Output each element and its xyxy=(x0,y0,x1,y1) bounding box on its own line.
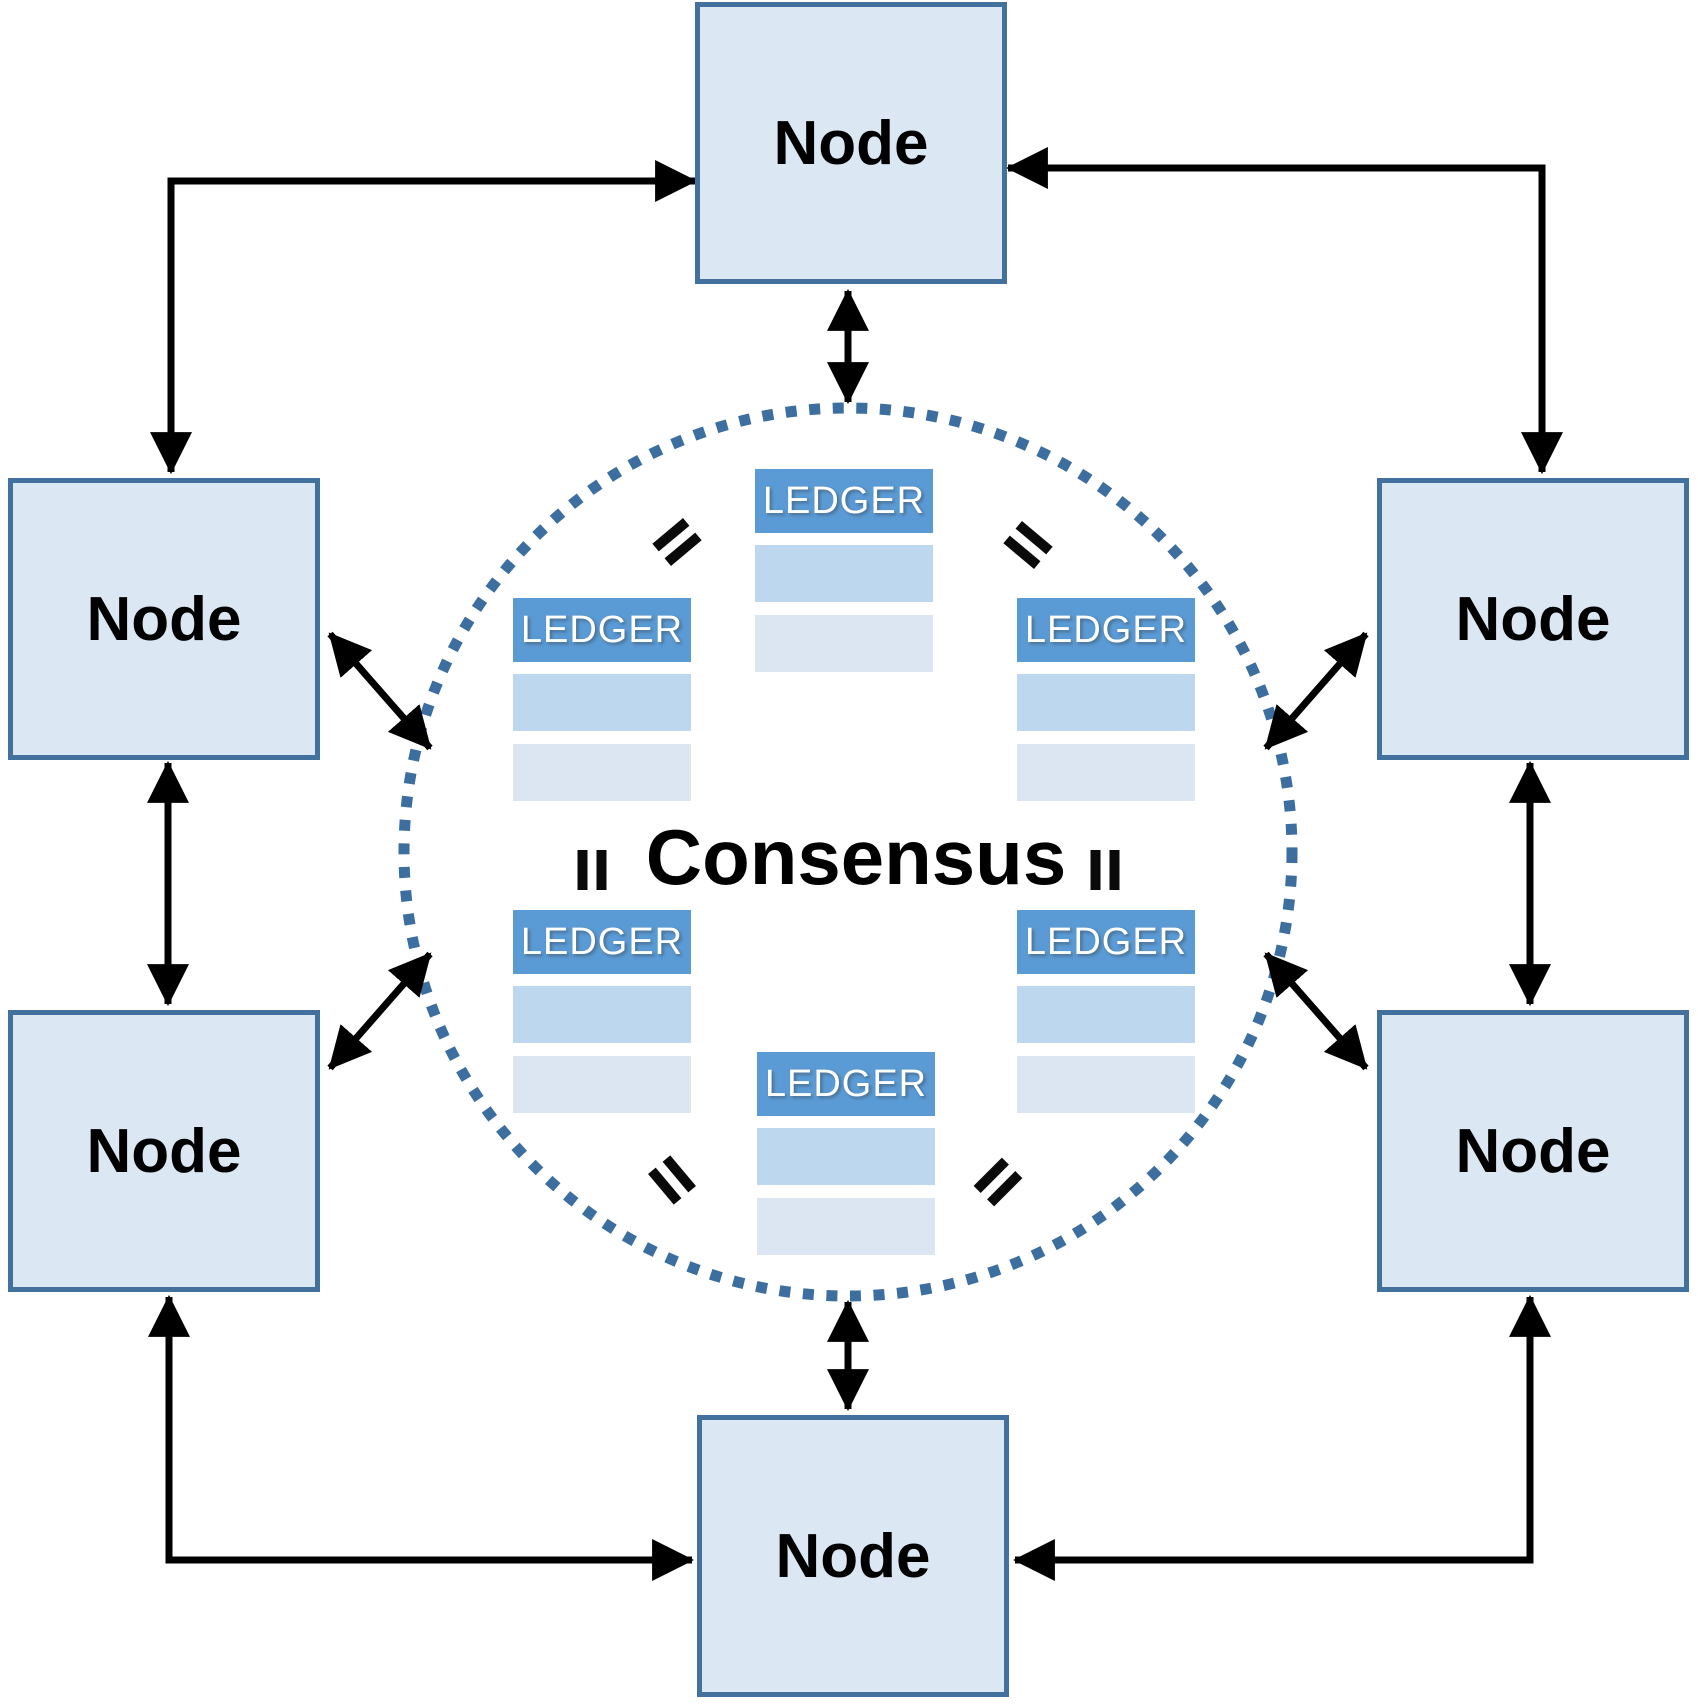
equals-icon-top-left xyxy=(652,518,702,566)
ledger-row xyxy=(1017,1056,1195,1113)
ledger-row xyxy=(757,1198,935,1255)
node-label: Node xyxy=(86,1116,242,1186)
equals-icon-bottom-left xyxy=(648,1155,696,1205)
arrow-left-lower-circle xyxy=(327,951,433,1071)
node-box-bottom: Node xyxy=(697,1415,1009,1697)
ledger-mid-left: LEDGER xyxy=(513,598,691,801)
arrow-top-right-elbow xyxy=(1005,147,1563,475)
ledger-row xyxy=(755,615,933,672)
ledger-row xyxy=(755,545,933,602)
ledger-row xyxy=(1017,674,1195,731)
ledger-bottom: LEDGER xyxy=(757,1052,935,1255)
ledger-row xyxy=(513,674,691,731)
arrow-bottom-left-elbow xyxy=(148,1294,695,1581)
node-label: Node xyxy=(775,1521,931,1591)
arrow-right-upper-circle xyxy=(1263,631,1369,751)
ledger-top: LEDGER xyxy=(755,469,933,672)
arrow-right-lower-circle xyxy=(1263,951,1369,1071)
ledger-header: LEDGER xyxy=(513,598,691,662)
ledger-row xyxy=(1017,744,1195,801)
consensus-circle-outline xyxy=(398,402,1298,1302)
arrow-top-left-elbow xyxy=(150,160,698,475)
ledger-low-left: LEDGER xyxy=(513,910,691,1113)
ledger-row xyxy=(513,1056,691,1113)
equals-icon-bottom-right xyxy=(973,1157,1023,1207)
arrow-bottom-right-elbow xyxy=(1012,1294,1551,1581)
node-label: Node xyxy=(1455,584,1611,654)
ledger-row xyxy=(757,1128,935,1185)
equals-icon-mid-right xyxy=(1090,850,1120,890)
ledger-row xyxy=(513,744,691,801)
ledger-row xyxy=(1017,986,1195,1043)
node-box-right-lower: Node xyxy=(1377,1010,1689,1292)
consensus-label: Consensus xyxy=(645,813,1067,901)
ledger-header: LEDGER xyxy=(1017,598,1195,662)
node-label: Node xyxy=(1455,1116,1611,1186)
node-box-right-upper: Node xyxy=(1377,478,1689,760)
equals-icon-mid-left xyxy=(577,850,607,890)
node-box-left-lower: Node xyxy=(8,1010,320,1292)
node-box-top: Node xyxy=(695,2,1007,284)
ledger-header: LEDGER xyxy=(513,910,691,974)
ledger-row xyxy=(513,986,691,1043)
node-box-left-upper: Node xyxy=(8,478,320,760)
ledger-header: LEDGER xyxy=(1017,910,1195,974)
ledger-mid-right: LEDGER xyxy=(1017,598,1195,801)
node-label: Node xyxy=(86,584,242,654)
ledger-header: LEDGER xyxy=(757,1052,935,1116)
equals-icon-top-right xyxy=(1003,521,1053,569)
ledger-header: LEDGER xyxy=(755,469,933,533)
arrow-left-upper-circle xyxy=(327,631,433,751)
ledger-low-right: LEDGER xyxy=(1017,910,1195,1113)
node-label: Node xyxy=(773,108,929,178)
